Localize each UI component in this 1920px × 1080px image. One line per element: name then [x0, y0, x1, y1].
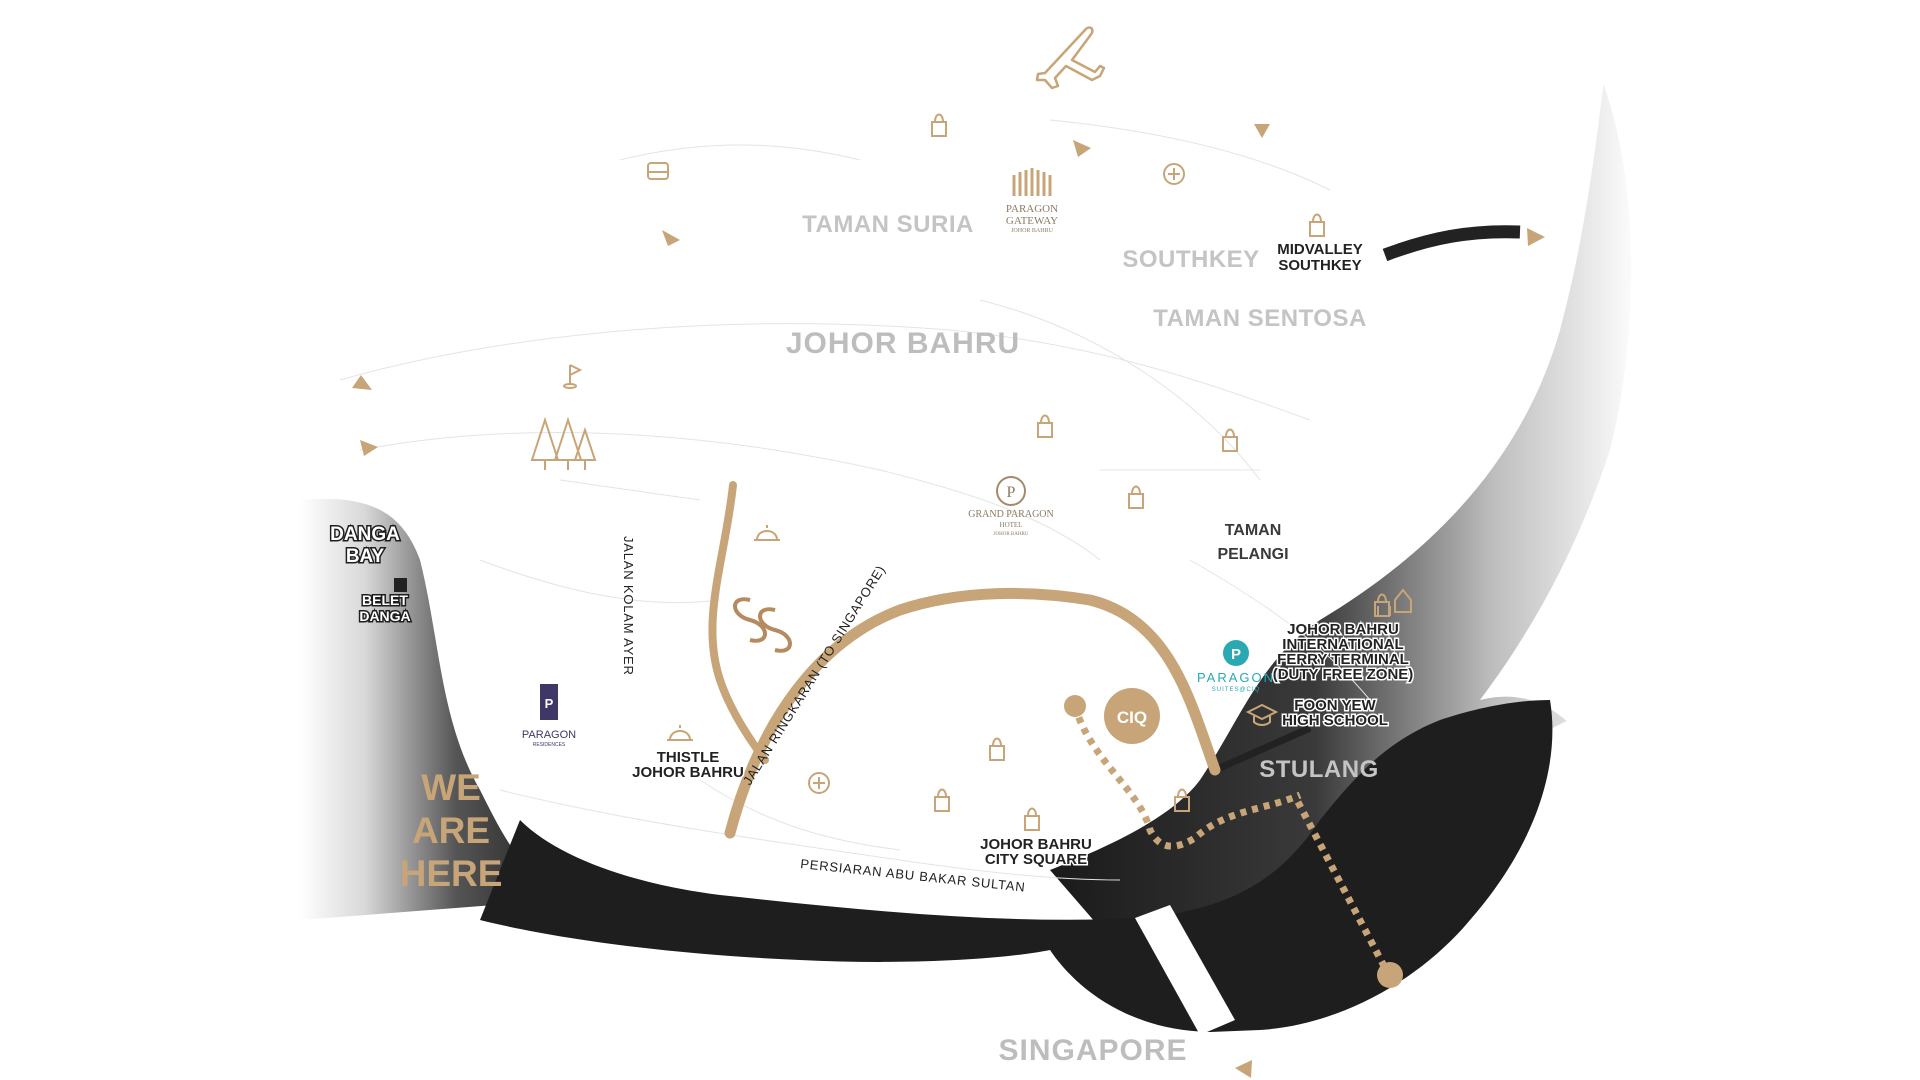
bus-icon	[647, 162, 669, 180]
area-southkey: SOUTHKEY	[1122, 246, 1259, 273]
paragon-residences-name: PARAGON	[522, 729, 576, 741]
paragon-gateway-city: JOHOR BAHRU	[1011, 228, 1054, 234]
ciq-label: CIQ	[1117, 708, 1147, 727]
poi-city-square-2: CITY SQUARE	[985, 851, 1087, 868]
paragon-suites-name: PARAGON	[1197, 670, 1275, 685]
poi-midvalley-2: SOUTHKEY	[1278, 257, 1361, 274]
we-are-here-1: WE	[421, 767, 481, 808]
ciq-badge	[1104, 688, 1160, 744]
golf-flag-icon	[563, 364, 583, 389]
area-danga-bay-2: BAY	[346, 546, 385, 567]
we-are-here-3: HERE	[400, 853, 503, 894]
jalan-ringkaran-road	[724, 587, 1221, 839]
paragon-suites-logo: P PARAGON SUITES@CIQ	[1197, 640, 1275, 693]
poi-thistle: THISTLE	[657, 749, 720, 766]
road-jalan-kolam-ayer: JALAN KOLAM AYER	[621, 536, 636, 676]
causeway-end-dot	[1377, 962, 1403, 988]
temple-icon	[1377, 588, 1412, 616]
here-pointer	[499, 807, 529, 826]
shopping-bag-icon	[931, 113, 1390, 831]
water-left	[300, 498, 560, 920]
poi-ferry-terminal-2: INTERNATIONAL	[1282, 636, 1403, 653]
area-danga-bay: DANGA	[330, 524, 400, 545]
area-stulang: STULANG	[1259, 756, 1379, 783]
paragon-residences-logo: P PARAGON RESIDENCES	[522, 684, 576, 748]
causeway-dotted-route	[1294, 800, 1389, 970]
causeway	[1135, 905, 1235, 1035]
poi-ferry-terminal: JOHOR BAHRU	[1287, 621, 1399, 638]
graduation-cap-icon	[1245, 703, 1279, 726]
svg-text:P: P	[1231, 646, 1241, 663]
trees-icon	[530, 416, 597, 470]
area-taman-pelangi: TAMAN	[1225, 522, 1282, 539]
area-taman-suria: TAMAN SURIA	[802, 211, 974, 238]
paragon-gateway-name-2: GATEWAY	[1006, 215, 1058, 227]
svg-text:P: P	[545, 696, 554, 711]
area-taman-pelangi-2: PELANGI	[1217, 546, 1288, 563]
poi-midvalley: MIDVALLEY	[1277, 241, 1363, 258]
grand-paragon-hotel: HOTEL	[1000, 521, 1023, 529]
midvalley-road	[1382, 225, 1521, 262]
paragon-suites-sub: SUITES@CIQ	[1212, 687, 1260, 693]
poi-foon-yew: FOON YEW	[1294, 697, 1376, 714]
water-right-outer	[1480, 0, 1920, 1080]
area-taman-sentosa: TAMAN SENTOSA	[1153, 305, 1367, 332]
poi-city-square: JOHOR BAHRU	[980, 836, 1092, 853]
we-are-here-2: ARE	[412, 810, 490, 851]
ss-logo	[733, 597, 792, 653]
direction-arrow-icon	[352, 124, 1545, 1078]
ciq-start-dot	[1064, 695, 1086, 717]
grand-paragon-name: GRAND PARAGON	[968, 509, 1053, 520]
paragon-gateway-logo: PARAGON GATEWAY JOHOR BAHRU	[1006, 168, 1058, 234]
jalan-kolam-ayer-road	[708, 481, 769, 764]
paragon-residences-sub: RESIDENCES	[533, 742, 566, 748]
poi-thistle-2: JOHOR BAHRU	[632, 764, 744, 781]
poi-ferry-terminal-3: FERRY TERMINAL	[1277, 651, 1409, 668]
paragon-gateway-name: PARAGON	[1006, 203, 1058, 215]
strait	[480, 700, 1553, 1032]
area-singapore: SINGAPORE	[998, 1034, 1187, 1067]
road-jalan-ringkaran: JALAN RINGKARAN (TO SINGAPORE)	[740, 562, 889, 787]
poi-belet-2: DANGA	[359, 608, 410, 624]
grand-paragon-logo: P GRAND PARAGON HOTEL JOHOR BAHRU	[968, 476, 1054, 537]
shopping-bag-icon	[394, 578, 407, 592]
ciq-dotted-route	[1071, 705, 1302, 850]
poi-foon-yew-2: HIGH SCHOOL	[1282, 712, 1388, 729]
minor-roads	[339, 119, 1371, 881]
area-johor-bahru: JOHOR BAHRU	[786, 327, 1020, 360]
poi-ferry-terminal-4: (DUTY FREE ZONE)	[1273, 666, 1414, 683]
grand-paragon-city: JOHOR BAHRU	[994, 532, 1029, 537]
hospital-icon	[808, 163, 1185, 794]
airplane-icon	[1035, 26, 1106, 90]
stulang-road	[1213, 724, 1312, 774]
cloche-icon	[667, 525, 780, 741]
poi-belet: BELET	[362, 592, 408, 608]
svg-text:P: P	[1007, 484, 1016, 501]
